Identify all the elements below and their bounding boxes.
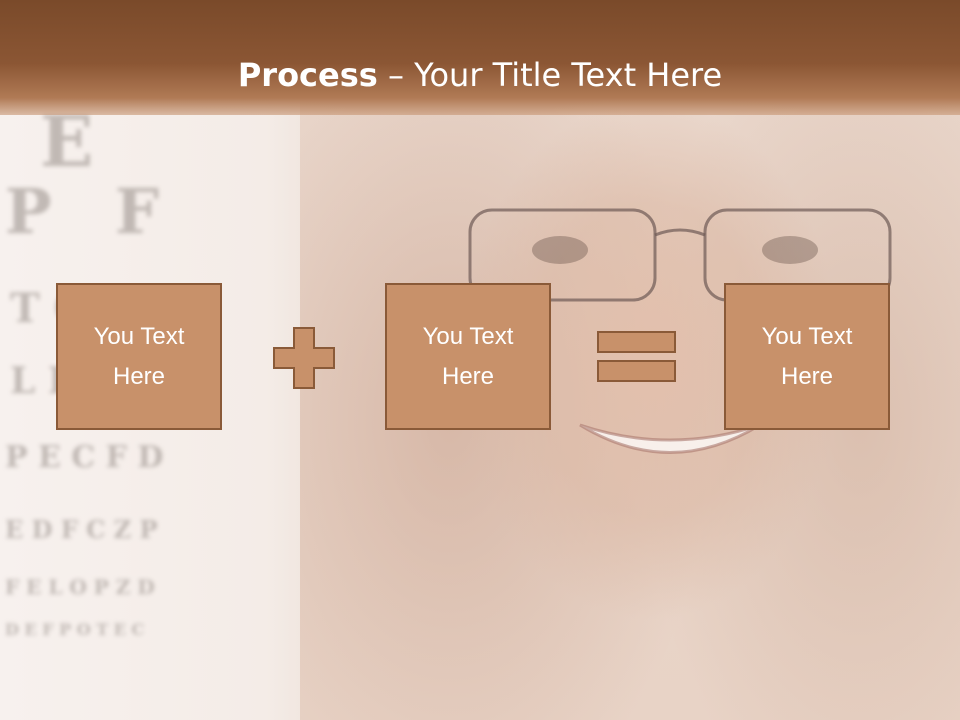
title-bar: Process – Your Title Text Here [0, 0, 960, 115]
process-box-2-text: You Text Here [422, 322, 514, 390]
plus-icon [273, 327, 335, 389]
process-box-1-text: You Text Here [93, 322, 185, 390]
process-box-2[interactable]: You Text Here [385, 283, 551, 430]
equals-icon [597, 331, 676, 382]
glasses-illustration [468, 208, 892, 302]
title-bold-part: Process [237, 56, 378, 94]
title-rest-part: – Your Title Text Here [377, 56, 723, 94]
process-box-3[interactable]: You Text Here [724, 283, 890, 430]
process-box-3-text: You Text Here [761, 322, 853, 390]
slide-title: Process – Your Title Text Here [0, 50, 960, 100]
process-box-1[interactable]: You Text Here [56, 283, 222, 430]
